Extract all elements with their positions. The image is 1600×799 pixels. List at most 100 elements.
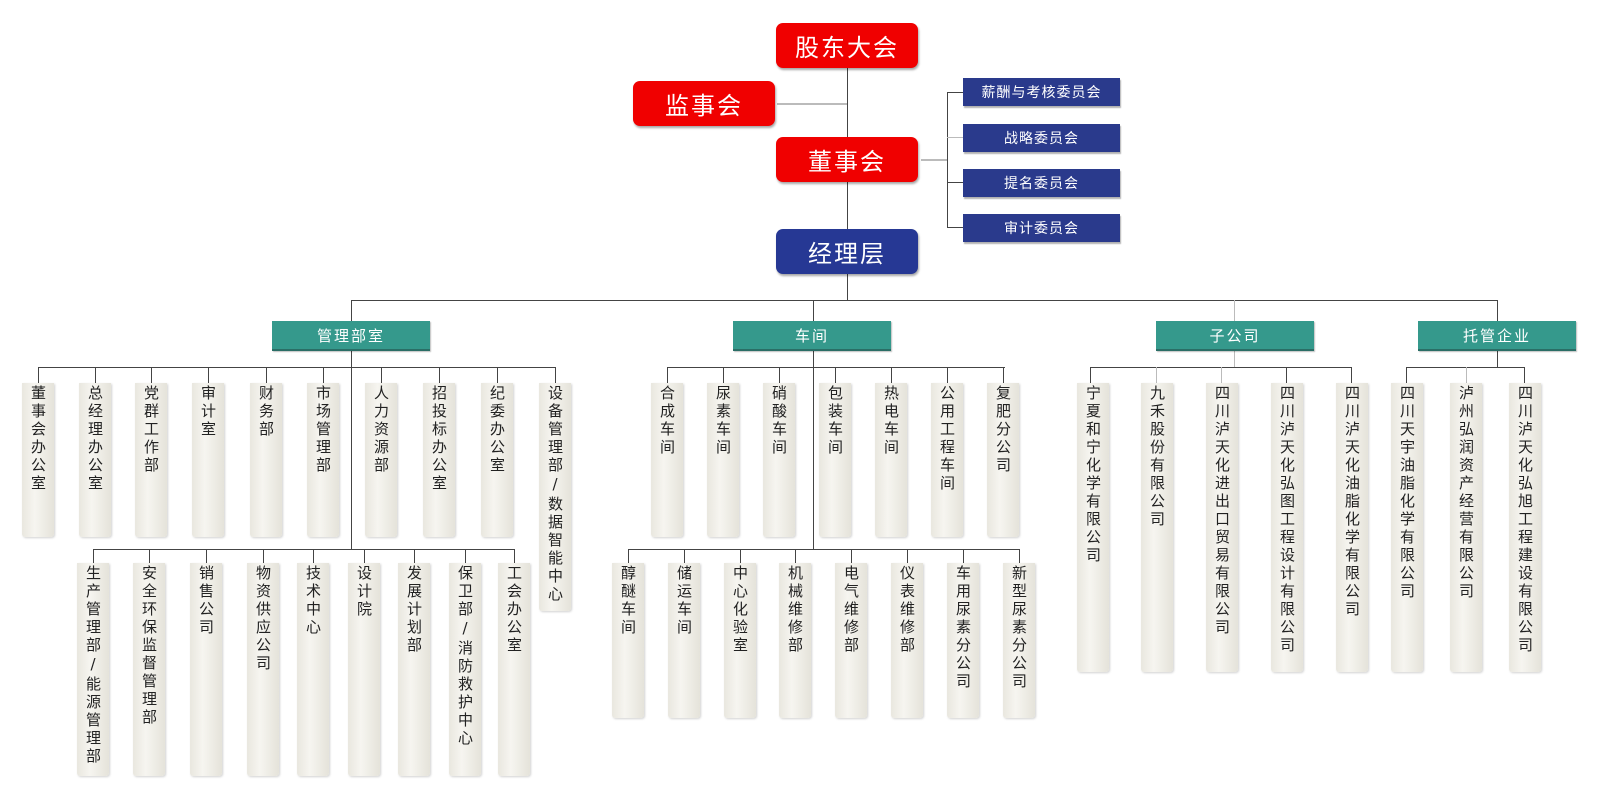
unit-hongrun-asset[interactable]: 泸州弘润资产经营有限公司 (1450, 383, 1482, 672)
unit-label: 发展计划部 (405, 565, 423, 655)
unit-utilities-workshop[interactable]: 公用工程车间 (931, 383, 963, 537)
unit-urea-workshop[interactable]: 尿素车间 (707, 383, 739, 537)
unit-label: 九禾股份有限公司 (1148, 385, 1166, 529)
supervisory-board-box[interactable]: 监事会 (633, 81, 775, 126)
leaf-tick (667, 367, 668, 383)
shareholders-meeting-box[interactable]: 股东大会 (776, 23, 918, 68)
unit-label: 招投标办公室 (430, 385, 448, 493)
unit-label: 四川天宇油脂化学有限公司 (1398, 385, 1416, 601)
management-box[interactable]: 经理层 (776, 229, 918, 274)
unit-oleochemical[interactable]: 四川泸天化油脂化学有限公司 (1336, 383, 1368, 672)
unit-equipment-data-center[interactable]: 设备管理部/数据智能中心 (539, 383, 571, 611)
subsidiary-bus (1090, 367, 1351, 368)
unit-discipline-office[interactable]: 纪委办公室 (481, 383, 513, 537)
unit-new-urea[interactable]: 新型尿素分公司 (1003, 563, 1035, 718)
unit-production-energy[interactable]: 生产管理部/能源管理部 (77, 563, 109, 776)
unit-party-work[interactable]: 党群工作部 (135, 383, 167, 537)
unit-electrical-repair[interactable]: 电气维修部 (835, 563, 867, 718)
leaf-tick (323, 367, 324, 383)
unit-label: 醇醚车间 (619, 565, 637, 637)
unit-label: 公用工程车间 (938, 385, 956, 493)
unit-label: 泸州弘润资产经营有限公司 (1457, 385, 1475, 601)
leaf-tick (206, 549, 207, 563)
committee-nomination[interactable]: 提名委员会 (963, 169, 1120, 197)
unit-packaging-workshop[interactable]: 包装车间 (819, 383, 851, 537)
category-workshop[interactable]: 车间 (733, 321, 891, 351)
unit-dev-planning[interactable]: 发展计划部 (398, 563, 430, 776)
unit-finance[interactable]: 财务部 (250, 383, 282, 537)
category-bus (351, 300, 1497, 301)
unit-tech-center[interactable]: 技术中心 (297, 563, 329, 776)
unit-safety-env[interactable]: 安全环保监督管理部 (133, 563, 165, 776)
unit-supply-company[interactable]: 物资供应公司 (247, 563, 279, 776)
unit-audit-office[interactable]: 审计室 (192, 383, 224, 537)
supervisor-connector (777, 103, 847, 105)
unit-union-office[interactable]: 工会办公室 (498, 563, 530, 776)
leaf-tick (93, 549, 94, 563)
committee-compensation[interactable]: 薪酬与考核委员会 (963, 78, 1120, 106)
committee-audit[interactable]: 审计委员会 (963, 214, 1120, 242)
category-label: 车间 (794, 326, 829, 345)
leaf-tick (851, 549, 852, 563)
unit-board-office[interactable]: 董事会办公室 (22, 383, 54, 537)
unit-mechanical-repair[interactable]: 机械维修部 (779, 563, 811, 718)
committee-bracket (947, 92, 948, 228)
unit-bidding-office[interactable]: 招投标办公室 (423, 383, 455, 537)
board-of-directors-box[interactable]: 董事会 (776, 137, 918, 182)
leaf-tick (1221, 367, 1222, 383)
trunk-line (847, 68, 848, 300)
leaf-tick (208, 367, 209, 383)
committee-label: 提名委员会 (1004, 176, 1079, 192)
committee-strategy[interactable]: 战略委员会 (963, 124, 1120, 152)
unit-design-institute[interactable]: 设计院 (348, 563, 380, 776)
unit-label: 工会办公室 (505, 565, 523, 655)
unit-ningxia-hening[interactable]: 宁夏和宁化学有限公司 (1077, 383, 1109, 672)
leaf-tick (1090, 367, 1091, 383)
workshop-row1-bus (667, 367, 1005, 368)
unit-label: 热电车间 (882, 385, 900, 457)
unit-label: 车用尿素分公司 (954, 565, 972, 691)
unit-alcohol-ether-workshop[interactable]: 醇醚车间 (612, 563, 644, 718)
unit-jiuhe[interactable]: 九禾股份有限公司 (1141, 383, 1173, 672)
unit-label: 储运车间 (675, 565, 693, 637)
leaf-tick (947, 367, 948, 383)
unit-market-mgmt[interactable]: 市场管理部 (307, 383, 339, 537)
category-admin[interactable]: 管理部室 (272, 321, 430, 351)
unit-import-export[interactable]: 四川泸天化进出口贸易有限公司 (1206, 383, 1238, 672)
unit-instrument-repair[interactable]: 仪表维修部 (891, 563, 923, 718)
unit-hr[interactable]: 人力资源部 (365, 383, 397, 537)
unit-hongtu-engineering[interactable]: 四川泸天化弘图工程设计有限公司 (1271, 383, 1303, 672)
unit-label: 生产管理部/能源管理部 (84, 565, 102, 766)
unit-vehicle-urea[interactable]: 车用尿素分公司 (947, 563, 979, 718)
unit-label: 四川泸天化弘图工程设计有限公司 (1278, 385, 1296, 655)
unit-synthesis-workshop[interactable]: 合成车间 (651, 383, 683, 537)
unit-nitric-acid-workshop[interactable]: 硝酸车间 (763, 383, 795, 537)
unit-label: 四川泸天化弘旭工程建设有限公司 (1516, 385, 1534, 655)
category-trust[interactable]: 托管企业 (1418, 321, 1576, 351)
unit-label: 审计室 (199, 385, 217, 439)
unit-hongxu-construction[interactable]: 四川泸天化弘旭工程建设有限公司 (1509, 383, 1541, 672)
unit-power-workshop[interactable]: 热电车间 (875, 383, 907, 537)
leaf-tick (1019, 549, 1020, 563)
unit-central-lab[interactable]: 中心化验室 (724, 563, 756, 718)
committee-tick (947, 92, 967, 93)
unit-label: 包装车间 (826, 385, 844, 457)
leaf-tick (514, 549, 515, 563)
unit-sales-company[interactable]: 销售公司 (190, 563, 222, 776)
unit-label: 物资供应公司 (254, 565, 272, 673)
unit-tianyu-oleo[interactable]: 四川天宇油脂化学有限公司 (1391, 383, 1423, 672)
leaf-tick (795, 549, 796, 563)
admin-row2-bus (93, 549, 514, 550)
unit-label: 人力资源部 (372, 385, 390, 475)
unit-gm-office[interactable]: 总经理办公室 (79, 383, 111, 537)
leaf-tick (891, 367, 892, 383)
leaf-tick (1351, 367, 1352, 383)
unit-security-fire[interactable]: 保卫部/消防救护中心 (449, 563, 481, 776)
unit-label: 四川泸天化油脂化学有限公司 (1343, 385, 1361, 619)
category-subsidiary[interactable]: 子公司 (1156, 321, 1314, 351)
unit-storage-transport[interactable]: 储运车间 (668, 563, 700, 718)
leaf-tick (835, 367, 836, 383)
unit-compound-fertilizer[interactable]: 复肥分公司 (987, 383, 1019, 537)
leaf-tick (95, 367, 96, 383)
workshop-row2-bus (628, 549, 1019, 550)
